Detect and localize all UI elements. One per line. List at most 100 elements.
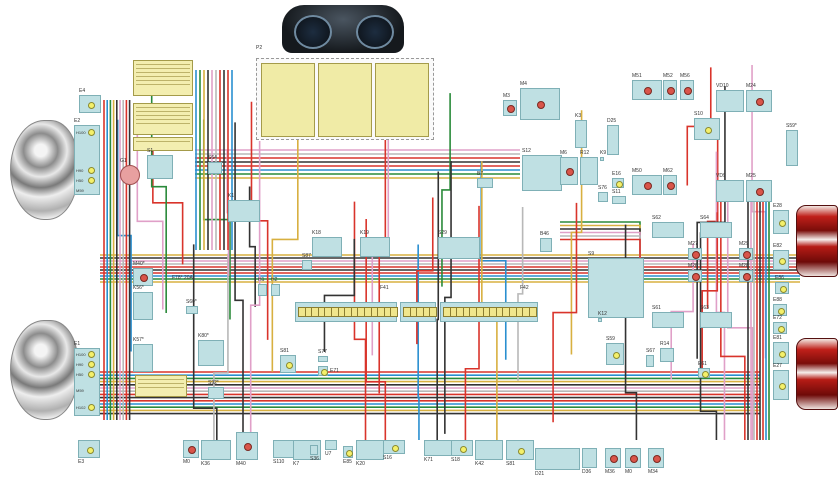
component-k80: [198, 340, 224, 366]
component-label: P2: [256, 45, 263, 51]
component-label: F78* 20A: [172, 275, 193, 281]
wire: [720, 187, 746, 440]
right-taillight-lower-image: [796, 338, 838, 410]
component-label: S59*: [786, 123, 797, 129]
wire: [436, 171, 440, 440]
lamp-icon: [778, 257, 786, 265]
component-label: D21: [535, 471, 545, 477]
component-label: E86: [775, 275, 784, 281]
motor-icon: [610, 455, 618, 463]
speedometer-gauge: [294, 15, 332, 49]
component-label: K7: [293, 461, 300, 467]
component-label: S63: [700, 305, 709, 311]
component-e16: [612, 178, 624, 188]
component-m27: [688, 248, 702, 260]
lamp-label: H100: [76, 130, 86, 135]
component-e28: [773, 210, 789, 234]
component-label: S77: [318, 349, 327, 355]
component-label: S9: [588, 251, 595, 257]
component-label: M52: [663, 73, 673, 79]
motor-icon: [692, 251, 700, 259]
component-g1: [120, 165, 140, 185]
component-s29: [438, 237, 480, 259]
fuse-icon: [429, 307, 438, 317]
connector-table: [375, 63, 429, 137]
component-label: U7: [325, 451, 332, 457]
lamp-label: H90: [76, 362, 84, 367]
component-label: E71: [330, 368, 339, 374]
motor-icon: [743, 251, 751, 259]
component-label: E88: [773, 297, 782, 303]
component-s64: [208, 162, 222, 174]
component-m62: [663, 175, 677, 195]
component-s76: [598, 192, 608, 202]
pinout-table: [133, 137, 193, 151]
lamp-icon: [779, 285, 787, 293]
lamp-label: H100: [76, 352, 86, 357]
component-r12: [580, 157, 598, 185]
component-vd10: [716, 90, 744, 112]
component-m3: [503, 100, 517, 116]
component-k20: [356, 440, 384, 460]
component-label: M26: [688, 263, 698, 269]
component-s16: [383, 440, 405, 454]
wire: [116, 119, 132, 352]
component-label: K9: [600, 150, 607, 156]
component-label: M36: [605, 469, 615, 475]
component-s61: [652, 312, 684, 328]
component-label: S11: [612, 189, 621, 195]
component-label: S81: [506, 461, 515, 467]
component-label: M40: [236, 461, 246, 467]
wire: [365, 218, 387, 440]
lamp-icon: [345, 449, 353, 457]
component-label: M62: [663, 168, 673, 174]
component-d36: [582, 448, 597, 468]
component-u7: [325, 440, 337, 450]
component-s59: [786, 130, 798, 166]
component-label: S64: [208, 155, 217, 161]
component-m26: [688, 270, 702, 282]
component-r14: [660, 348, 674, 362]
component-label: S18: [451, 457, 460, 463]
instrument-cluster-image: [282, 5, 404, 53]
component-k1: [228, 200, 260, 222]
component-label: S81: [280, 348, 289, 354]
component-e88: [773, 304, 787, 316]
component-m24: [746, 90, 772, 112]
component-e82: [773, 250, 789, 270]
motor-icon: [537, 101, 545, 109]
component-label: E4: [79, 88, 86, 94]
component-label: D25: [607, 118, 617, 124]
component-m28: [739, 270, 753, 282]
component-label: M3: [503, 93, 510, 99]
component-e86: [775, 282, 789, 294]
wire: [726, 197, 754, 440]
component-label: M4: [520, 81, 527, 87]
motor-icon: [644, 87, 652, 95]
component-label: E82: [773, 243, 782, 249]
component-label: S64: [700, 215, 709, 221]
component-label: M50: [632, 168, 642, 174]
left-headlight-lower-image: [10, 320, 78, 420]
component-label: H2: [271, 277, 278, 283]
component-m34: [648, 448, 664, 468]
component-label: R12: [580, 150, 590, 156]
component-s1: [147, 155, 173, 179]
motor-icon: [692, 273, 700, 281]
component-label: M0: [625, 469, 632, 475]
component-label: K12: [598, 311, 607, 317]
component-label: K71: [424, 457, 433, 463]
component-s81: [506, 440, 534, 460]
motor-icon: [743, 273, 751, 281]
component-label: S110: [273, 459, 285, 465]
component-label: E85: [343, 459, 352, 465]
pinout-table: [133, 103, 193, 135]
component-label: E16: [612, 171, 621, 177]
component-k9: [600, 157, 604, 161]
component-m52: [663, 80, 677, 100]
component-label: VD9: [716, 173, 726, 179]
lamp-icon: [320, 368, 328, 376]
component-label: S92*: [208, 380, 219, 386]
component-label: K1: [228, 193, 235, 199]
